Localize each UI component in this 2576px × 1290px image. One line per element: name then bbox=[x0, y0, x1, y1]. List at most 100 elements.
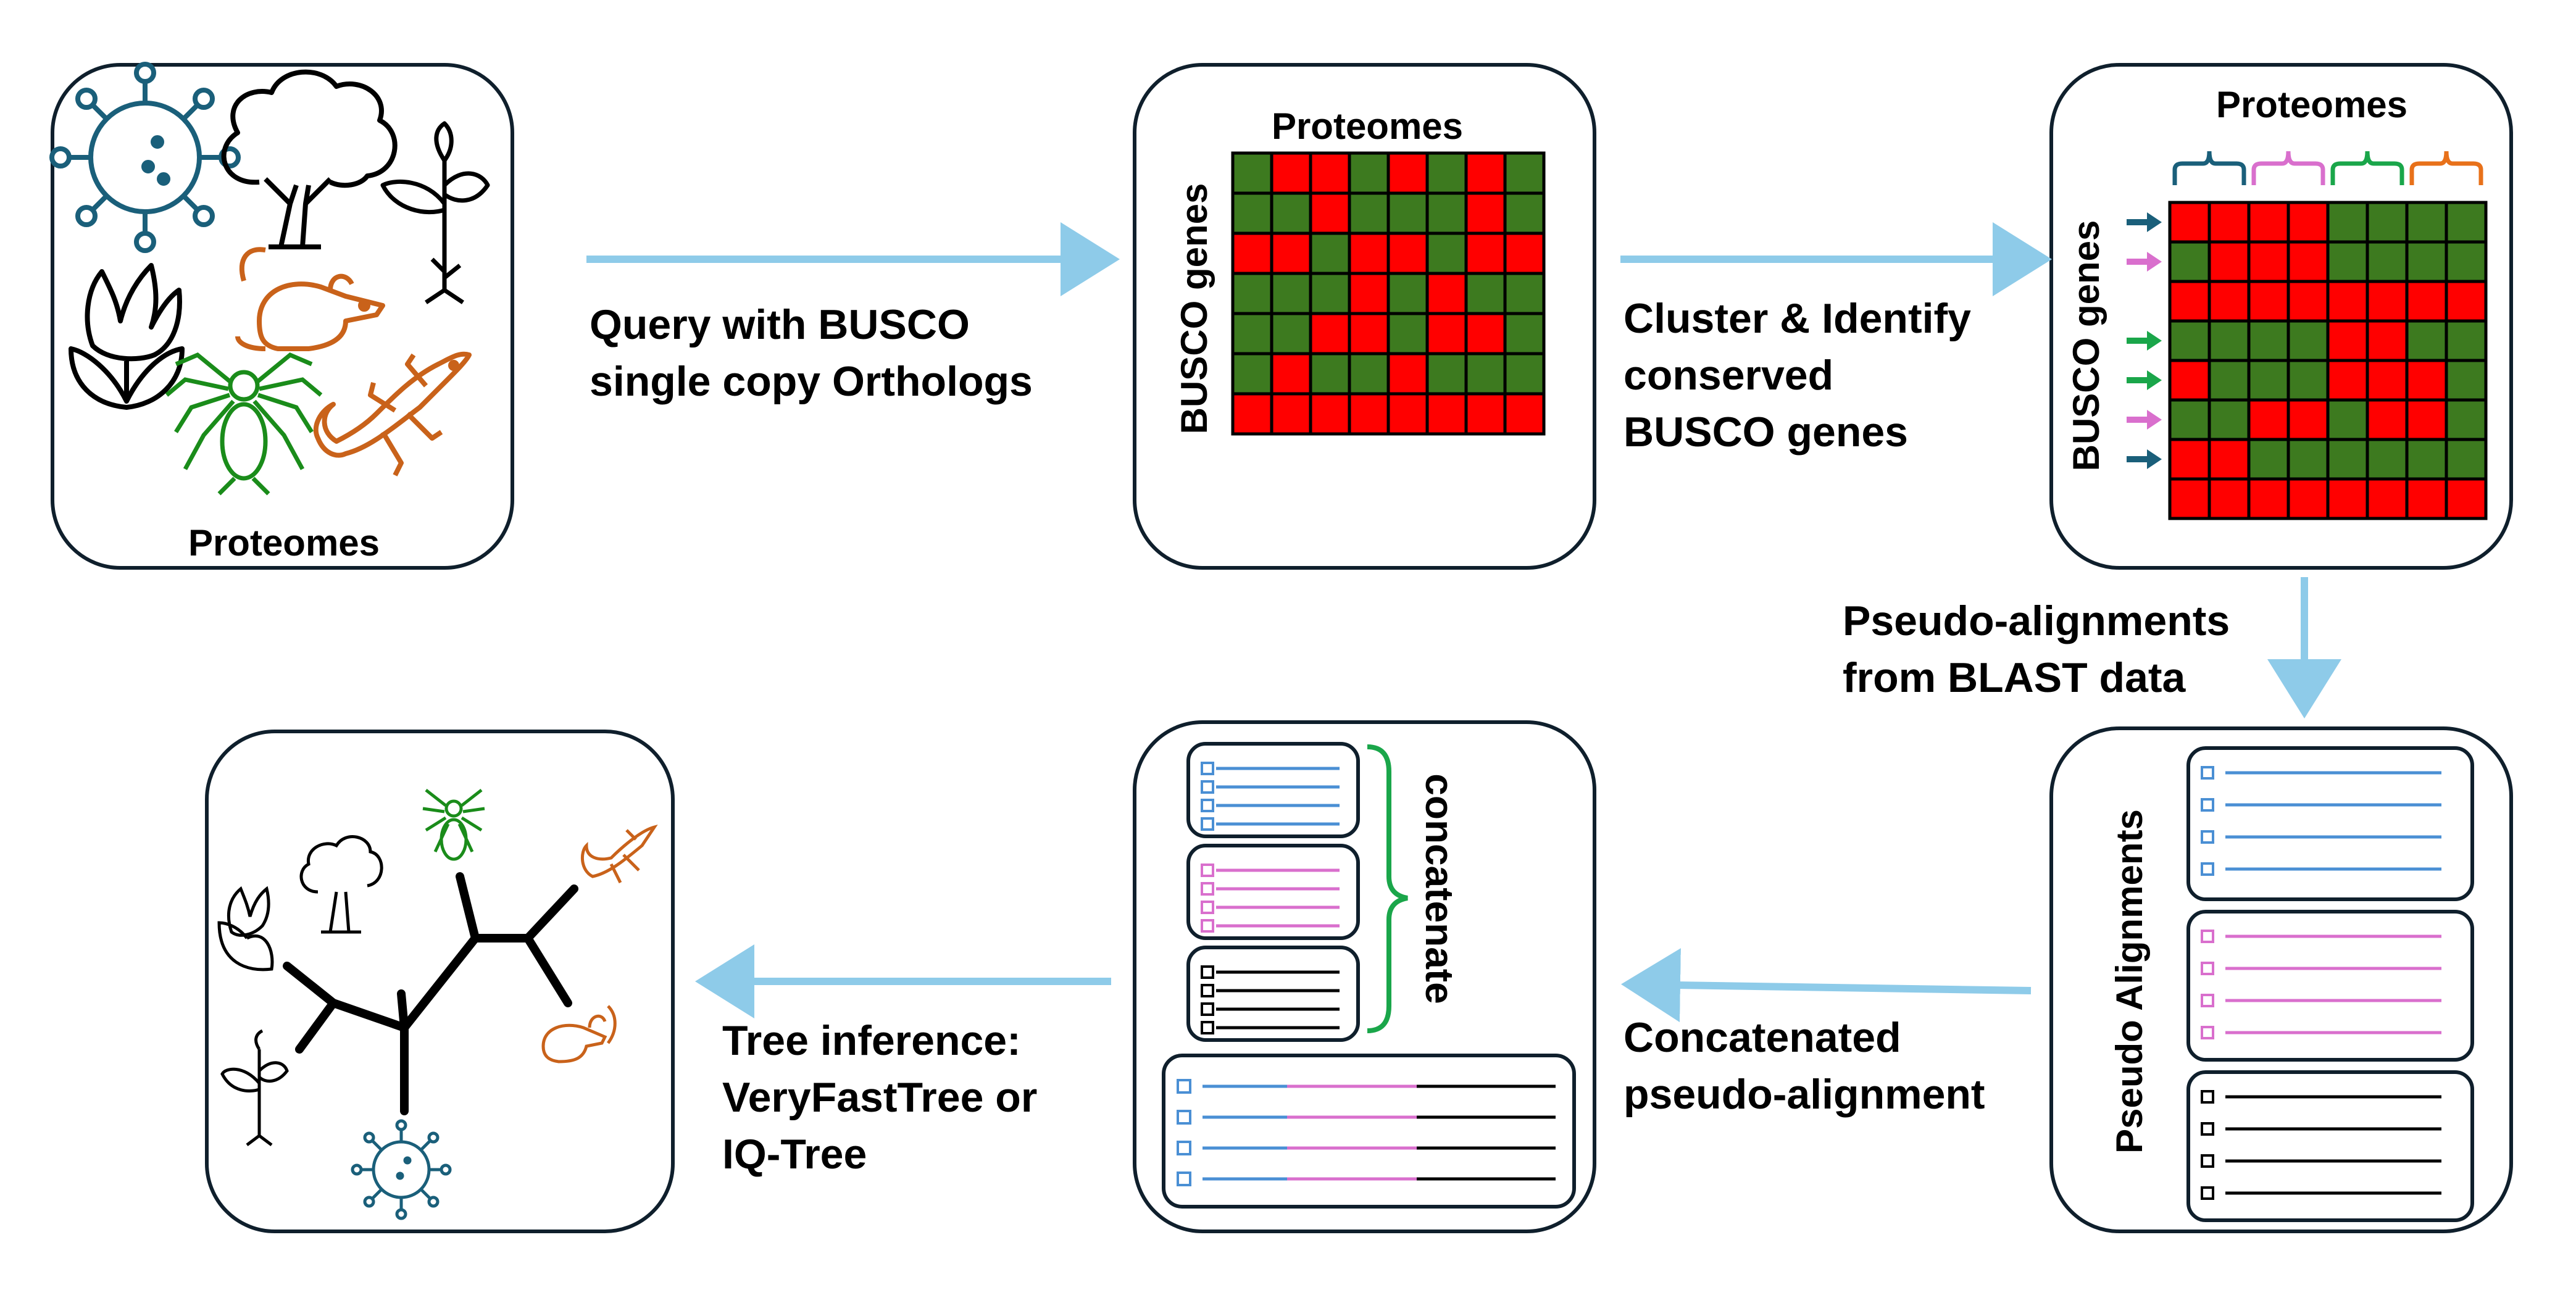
matrix1-cell bbox=[1464, 191, 1507, 235]
sequence-checkbox-icon bbox=[1177, 1110, 1191, 1125]
matrix2-cell bbox=[2366, 280, 2409, 323]
concat-lists bbox=[1186, 742, 1360, 1042]
row-arrow-head bbox=[2147, 410, 2162, 430]
step-concatenated-label: Concatenated pseudo-alignment bbox=[1624, 1009, 1985, 1123]
tree-tree-icon bbox=[299, 835, 383, 934]
matrix2-cell bbox=[2207, 398, 2251, 441]
matrix1-cell bbox=[1503, 191, 1546, 235]
matrix1-cell bbox=[1503, 392, 1546, 436]
matrix2-cell bbox=[2286, 319, 2330, 362]
group-braces bbox=[2172, 151, 2483, 185]
matrix1-cell bbox=[1503, 272, 1546, 315]
matrix1-cell bbox=[1270, 312, 1312, 356]
matrix2-cell bbox=[2445, 280, 2488, 323]
step-cluster-line2: conserved bbox=[1624, 352, 1834, 399]
tree-lizard-icon bbox=[580, 824, 658, 884]
matrix2-cell bbox=[2247, 280, 2290, 323]
matrix1-cell bbox=[1503, 352, 1546, 396]
matrix2-cell bbox=[2405, 398, 2448, 441]
matrix2-cell bbox=[2445, 319, 2488, 362]
matrix1-cell bbox=[1231, 352, 1273, 396]
matrix2-cell bbox=[2286, 240, 2330, 283]
matrix1-cell bbox=[1231, 231, 1273, 275]
tulip-icon bbox=[69, 263, 185, 410]
matrix2-cell bbox=[2326, 477, 2369, 520]
proteomes-box: Proteomes bbox=[49, 62, 514, 570]
matrix1-cell bbox=[1348, 272, 1390, 315]
matrix1-cell bbox=[1464, 312, 1507, 356]
pseudo-alignments-box: Pseudo Alignments bbox=[2049, 726, 2513, 1233]
orange-group-brace bbox=[2409, 151, 2483, 185]
matrix1-cell bbox=[1270, 151, 1312, 195]
matrix2-ylabel: BUSCO genes bbox=[2065, 220, 2107, 472]
step-cluster-line3: BUSCO genes bbox=[1624, 409, 1908, 456]
sequence-checkbox-icon bbox=[1201, 919, 1214, 933]
pseudo-block-blue bbox=[2186, 746, 2474, 901]
sequence-checkbox-icon bbox=[1201, 817, 1214, 831]
matrix1-cell bbox=[1348, 151, 1390, 195]
tree-plant-icon bbox=[220, 1029, 289, 1146]
concatenated-alignment bbox=[1162, 1054, 1576, 1209]
matrix1-cell bbox=[1348, 352, 1390, 396]
plant-icon bbox=[380, 121, 490, 304]
step-query-line2: single copy Orthologs bbox=[590, 358, 1033, 405]
matrix1-cell bbox=[1309, 392, 1351, 436]
step-query-line1: Query with BUSCO bbox=[590, 301, 970, 348]
matrix1-cell bbox=[1386, 312, 1429, 356]
mouse-icon bbox=[235, 247, 385, 351]
matrix1-cell bbox=[1309, 272, 1351, 315]
pseudo-block-black bbox=[2186, 1070, 2474, 1222]
sequence-checkbox-icon bbox=[1201, 780, 1214, 794]
step-tree-line2: VeryFastTree or bbox=[722, 1074, 1038, 1121]
sequence-checkbox-icon bbox=[2201, 1026, 2214, 1039]
sequence-checkbox-icon bbox=[2201, 1154, 2214, 1168]
step-pseudo-label: Pseudo-alignments from BLAST data bbox=[1843, 593, 2230, 706]
matrix2-cell bbox=[2405, 319, 2448, 362]
matrix1-cell bbox=[1309, 191, 1351, 235]
matrix2-cell bbox=[2366, 319, 2409, 362]
matrix1-cell bbox=[1464, 352, 1507, 396]
matrix2-cell bbox=[2286, 398, 2330, 441]
tree-spider-icon bbox=[422, 789, 485, 861]
sequence-checkbox-icon bbox=[2201, 1122, 2214, 1136]
matrix1-cell bbox=[1425, 312, 1468, 356]
matrix2-cell bbox=[2207, 359, 2251, 402]
matrix2-cell bbox=[2405, 280, 2448, 323]
matrix2-cell bbox=[2207, 240, 2251, 283]
sequence-checkbox-icon bbox=[1177, 1171, 1191, 1186]
pseudo-block-pink bbox=[2186, 910, 2474, 1062]
step-concatenated-line1: Concatenated bbox=[1624, 1014, 1901, 1061]
matrix1-cell bbox=[1425, 151, 1468, 195]
sequence-checkbox-icon bbox=[1201, 863, 1214, 877]
matrix2-cell bbox=[2366, 477, 2409, 520]
arrow-concatenate bbox=[1621, 948, 2032, 1023]
matrix1-cell bbox=[1231, 392, 1273, 436]
matrix2-cell bbox=[2286, 280, 2330, 323]
matrix1-cell bbox=[1425, 191, 1468, 235]
matrix1-cell bbox=[1386, 272, 1429, 315]
matrix2-cell bbox=[2168, 280, 2211, 323]
matrix1-cell bbox=[1231, 312, 1273, 356]
matrix2-cell bbox=[2405, 438, 2448, 481]
matrix1-cell bbox=[1503, 231, 1546, 275]
matrix1-cell bbox=[1348, 191, 1390, 235]
matrix2-cell bbox=[2366, 438, 2409, 481]
matrix1-cell bbox=[1425, 392, 1468, 436]
matrix2-cell bbox=[2247, 240, 2290, 283]
concat-brace bbox=[1367, 744, 1408, 1033]
pink-group-brace bbox=[2251, 151, 2325, 185]
busco-matrix-box: Proteomes BUSCO genes bbox=[1133, 63, 1596, 570]
matrix2-cell bbox=[2405, 201, 2448, 244]
sequence-checkbox-icon bbox=[1201, 882, 1214, 896]
matrix2-cell bbox=[2168, 477, 2211, 520]
matrix1-cell bbox=[1464, 392, 1507, 436]
matrix2-cell bbox=[2168, 201, 2211, 244]
matrix2-cell bbox=[2445, 477, 2488, 520]
matrix2-cell bbox=[2405, 240, 2448, 283]
matrix1-cell bbox=[1309, 312, 1351, 356]
sequence-checkbox-icon bbox=[1201, 799, 1214, 812]
sequence-checkbox-icon bbox=[2201, 766, 2214, 780]
matrix2-cell bbox=[2168, 398, 2211, 441]
matrix1-cell bbox=[1231, 191, 1273, 235]
matrix2-cell bbox=[2445, 201, 2488, 244]
